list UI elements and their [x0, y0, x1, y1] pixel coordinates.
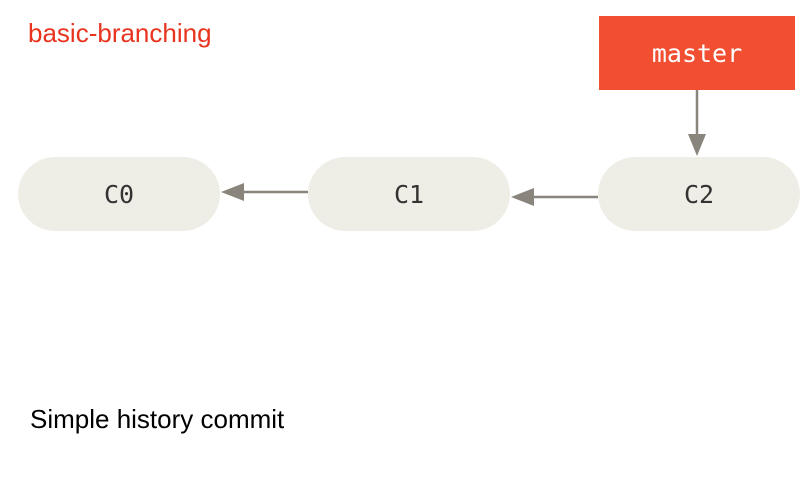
parent-arrow-c2-c1 [511, 188, 598, 206]
commit-label-c2: C2 [683, 179, 715, 209]
branch-label-master: master [599, 16, 795, 90]
commit-label-c1: C1 [393, 179, 425, 209]
diagram-caption: Simple history commit [30, 404, 285, 434]
commit-node-c2: C2 [598, 157, 800, 231]
commit-node-c1: C1 [308, 157, 510, 231]
branch-label-text: master [651, 38, 743, 68]
branch-pointer-arrow [688, 90, 706, 156]
commit-node-c0: C0 [18, 157, 220, 231]
diagram-title: basic-branching [28, 18, 212, 48]
parent-arrow-c1-c0 [221, 183, 308, 201]
commit-label-c0: C0 [103, 179, 135, 209]
